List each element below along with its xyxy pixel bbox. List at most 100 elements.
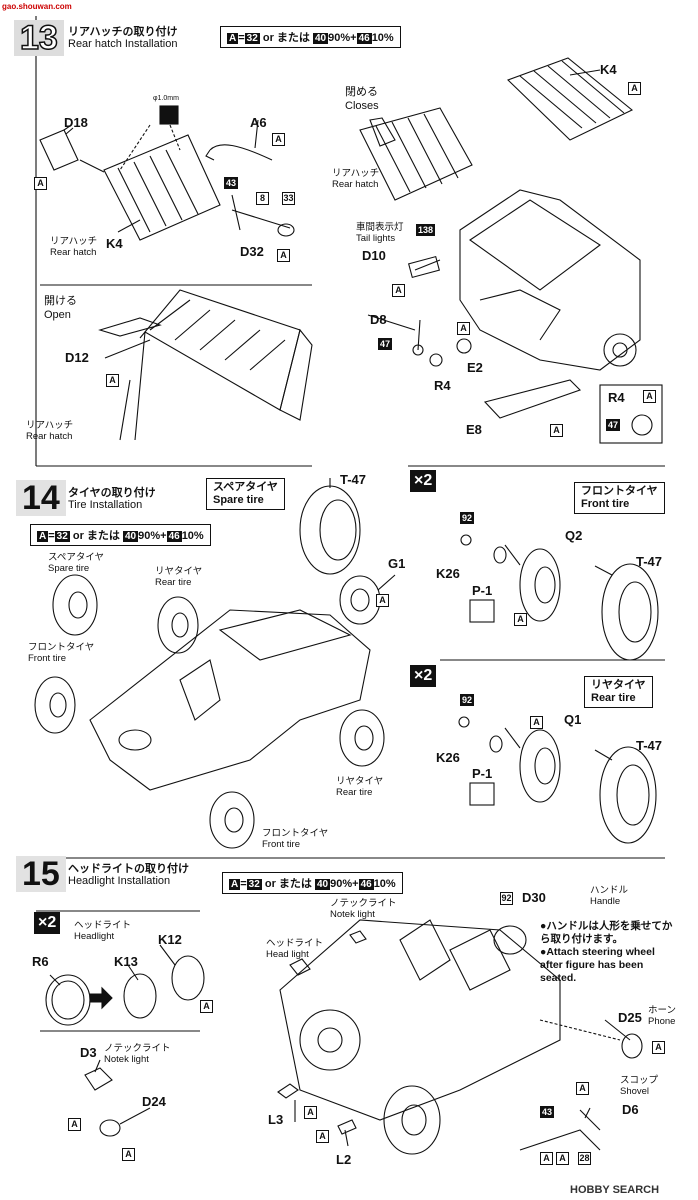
drill-size: φ1.0mm [153,95,179,102]
paint-92-front: 92 [460,512,475,524]
paint-a-d10: A [392,284,405,297]
label-a6: A6 [250,115,267,130]
label-d32: D32 [240,244,264,259]
watermark-logo-bottom: HOBBY SEARCH [570,1184,660,1196]
paint-92-rear: 92 [460,694,475,706]
label-r4: R4 [434,378,451,393]
label-q2: Q2 [565,528,583,543]
label-t47-front: T-47 [636,554,663,569]
paint-28: 28 [578,1152,591,1165]
paint-a-d12: A [106,374,119,387]
step-14-number: 14 [16,480,66,516]
paint-47-box: 47 [606,419,621,431]
multiplier-x2-rear: ×2 [410,665,437,687]
paint-a-q1: A [530,716,543,729]
paint-a-q2: A [514,613,527,626]
step-15-title-en: Headlight Installation [68,875,171,887]
paint-a-e2: A [457,322,470,335]
label-l2: L2 [336,1152,352,1167]
step-14-title-jp: タイヤの取り付け [68,487,156,499]
step-13-number: 13 [14,19,64,57]
paint-a-g1: A [376,594,389,607]
step-15-title-jp: ヘッドライトの取り付け [68,863,189,875]
label-d6: D6 [622,1102,639,1117]
label-k26-front: K26 [436,566,460,581]
label-d8: D8 [370,312,387,327]
watermark-logo-top: gao.shouwan.com [2,2,72,11]
paint-33: 33 [282,192,295,205]
label-r4-box: R4 [608,390,625,405]
paint-a-d18: A [34,177,47,190]
label-k12: K12 [158,932,182,947]
paint-a-d32: A [277,249,290,262]
label-k13: K13 [114,954,138,969]
label-e8: E8 [466,422,482,437]
label-d24: D24 [142,1094,166,1109]
label-p1-front: P-1 [472,583,493,598]
label-d18: D18 [64,115,88,130]
label-k4-left: K4 [106,236,123,251]
paint-92-handle: 92 [500,892,513,905]
step-13-title-en: Rear hatch Installation [68,38,178,50]
step-14-title-en: Tire Installation [68,499,143,511]
label-r6: R6 [32,954,49,969]
label-l3: L3 [268,1112,284,1127]
label-k4-right: K4 [600,62,617,77]
label-p1-rear: P-1 [472,766,493,781]
note-handle-en: ●Attach steering wheel after figure has … [540,946,655,984]
step-15-number: 15 [16,856,66,892]
paint-a-l3: A [304,1106,317,1119]
paint-a-shovel-2: A [556,1152,569,1165]
step-13-title-jp: リアハッチの取り付け [68,26,178,38]
paint-47: 47 [378,338,393,350]
paint-a-a6: A [272,133,285,146]
paint-a-r4: A [643,390,656,403]
paint-a-d6: A [576,1082,589,1095]
paint-138: 138 [416,224,436,236]
paint-43-shovel: 43 [540,1106,555,1118]
paint-a-shovel: A [540,1152,553,1165]
label-t47-spare: T-47 [340,472,367,487]
label-d25: D25 [618,1010,642,1025]
paint-a-k4: A [628,82,641,95]
label-g1: G1 [388,556,406,571]
paint-43: 43 [224,177,239,189]
label-d12: D12 [65,350,89,365]
label-t47-rear: T-47 [636,738,663,753]
multiplier-x2-headlight: ×2 [34,912,61,934]
label-k26-rear: K26 [436,750,460,765]
paint-a-e8: A [550,424,563,437]
paint-a-k12: A [200,1000,213,1013]
label-d3: D3 [80,1045,97,1060]
multiplier-x2-front: ×2 [410,470,437,492]
paint-a-l2: A [316,1130,329,1143]
paint-8: 8 [256,192,269,205]
paint-a-d25: A [652,1041,665,1054]
label-d10: D10 [362,248,386,263]
label-q1: Q1 [564,712,582,727]
label-e2: E2 [467,360,483,375]
